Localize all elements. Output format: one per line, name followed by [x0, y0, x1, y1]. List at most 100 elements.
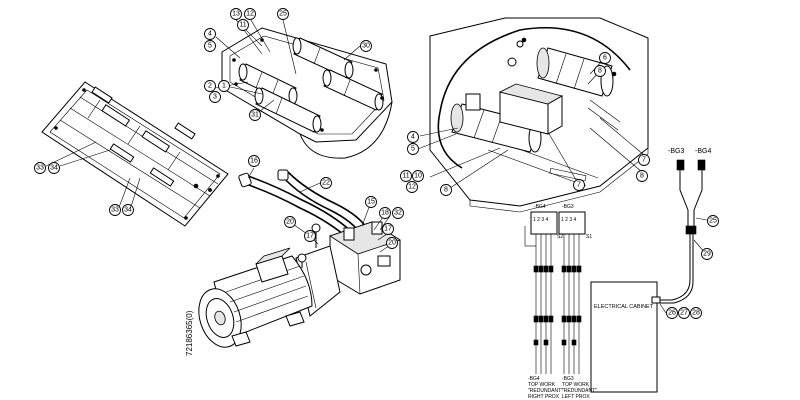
svg-text:11: 11 [239, 22, 246, 29]
svg-text:1: 1 [222, 83, 226, 90]
balloon-callout-icon: 2 [204, 80, 216, 92]
left-plate-assembly [41, 81, 229, 227]
prox-left-terminals: 1 2 3 4 [533, 217, 549, 223]
balloon-callout-icon: 11 [400, 170, 412, 182]
svg-text:6: 6 [603, 55, 607, 62]
svg-text:8: 8 [640, 173, 644, 180]
svg-text:5: 5 [208, 43, 212, 50]
svg-text:TOP WORK: TOP WORK [562, 382, 590, 388]
svg-text:26: 26 [668, 310, 676, 317]
balloon-callouts: 13 12 11 25 30 4 5 2 3 1 31 6 8 7 8 7 4 … [34, 8, 719, 319]
balloon-callout-icon: 34 [48, 162, 60, 174]
balloon-callout-icon: 8 [594, 65, 606, 77]
balloon-callout-icon: 29 [701, 248, 713, 260]
right-zoom-detail [429, 17, 649, 213]
bg3-label: -BG3 [668, 148, 684, 155]
cylinder-icon [450, 103, 542, 153]
balloon-callout-icon: 25 [707, 215, 719, 227]
svg-text:"REDUNDANT": "REDUNDANT" [562, 388, 597, 394]
balloon-callout-icon: 22 [320, 177, 332, 189]
svg-text:7: 7 [642, 157, 646, 164]
svg-text:11: 11 [402, 173, 409, 180]
balloon-callout-icon: 7 [638, 154, 650, 166]
balloon-callout-icon: 15 [365, 196, 377, 208]
balloon-callout-icon: 4 [204, 28, 216, 40]
balloon-callout-icon: 33 [34, 162, 46, 174]
svg-text:TOP WORK: TOP WORK [528, 382, 556, 388]
prox-s1-label: S1 [586, 234, 592, 240]
svg-text:-BG3: -BG3 [562, 376, 574, 382]
balloon-callout-icon: 32 [392, 207, 404, 219]
prox-right-caption: -BG3 TOP WORK "REDUNDANT" LEFT PROX [562, 376, 597, 400]
balloon-callout-icon: 18 [379, 207, 391, 219]
bg4-label: -BG4 [695, 148, 711, 155]
svg-text:-BG4: -BG4 [528, 376, 540, 382]
prox-right-id: -BG3 [562, 204, 574, 210]
balloon-callout-icon: 12 [244, 8, 256, 20]
balloon-callout-icon: 4 [407, 131, 419, 143]
svg-text:13: 13 [232, 11, 240, 18]
svg-text:34: 34 [124, 207, 132, 214]
balloon-callout-icon: 1 [218, 80, 230, 92]
svg-text:5: 5 [411, 146, 415, 153]
top-cylinder-detail [221, 27, 393, 159]
svg-text:28: 28 [692, 310, 700, 317]
connector-icon [676, 159, 685, 171]
svg-text:17: 17 [384, 226, 392, 233]
prox-left-caption: -BG4 TOP WORK "REDUNDANT" RIGHT PROX [528, 376, 563, 400]
balloon-callout-icon: 28 [690, 307, 702, 319]
balloon-callout-icon: 11 [237, 19, 249, 31]
sensor-cable: -BG3 -BG4 [660, 148, 711, 304]
svg-text:33: 33 [36, 165, 44, 172]
balloon-callout-icon: 25 [277, 8, 289, 20]
balloon-callout-icon: 8 [636, 170, 648, 182]
svg-text:29: 29 [703, 251, 711, 258]
svg-text:30: 30 [362, 43, 370, 50]
balloon-callout-icon: 5 [204, 40, 216, 52]
balloon-callout-icon: 31 [249, 109, 261, 121]
drawing-number: 72186365(0) [185, 310, 194, 356]
balloon-callout-icon: 8 [440, 184, 452, 196]
balloon-callout-icon: 12 [406, 181, 418, 193]
balloon-callout-icon: 6 [599, 52, 611, 64]
cylinder-icon [292, 37, 354, 79]
electrical-cabinet: ELECTRICAL CABINET [590, 281, 661, 393]
svg-text:LEFT PROX: LEFT PROX [562, 394, 590, 400]
svg-text:4: 4 [208, 31, 212, 38]
svg-text:8: 8 [598, 68, 602, 75]
svg-text:32: 32 [394, 210, 402, 217]
svg-text:12: 12 [246, 11, 254, 18]
balloon-callout-icon: 30 [360, 40, 372, 52]
prox-s2-label: S2 [557, 234, 563, 240]
motor-icon [198, 247, 313, 348]
balloon-callout-icon: 26 [666, 307, 678, 319]
balloon-callout-icon: 17 [304, 230, 316, 242]
svg-text:27: 27 [680, 310, 688, 317]
svg-text:20: 20 [286, 219, 294, 226]
balloon-callout-icon: 20 [386, 237, 398, 249]
cabinet-label: ELECTRICAL CABINET [594, 304, 654, 310]
svg-text:17: 17 [306, 233, 314, 240]
svg-text:RIGHT PROX: RIGHT PROX [528, 394, 560, 400]
svg-text:"REDUNDANT": "REDUNDANT" [528, 388, 563, 394]
balloon-callout-icon: 34 [122, 204, 134, 216]
svg-text:25: 25 [709, 218, 717, 225]
svg-text:2: 2 [208, 83, 212, 90]
proximity-wiring: -BG4 -BG3 1 2 3 4 1 2 3 4 S2 S1 -BG4 TOP… [524, 204, 597, 400]
svg-text:33: 33 [111, 207, 119, 214]
svg-text:15: 15 [367, 199, 375, 206]
svg-text:8: 8 [444, 187, 448, 194]
prox-left-id: -BG4 [534, 204, 546, 210]
svg-text:34: 34 [50, 165, 58, 172]
cylinder-icon [254, 87, 322, 133]
balloon-callout-icon: 7 [573, 179, 585, 191]
svg-text:31: 31 [251, 112, 259, 119]
balloon-callout-icon: 10 [412, 170, 424, 182]
balloon-callout-icon: 33 [109, 204, 121, 216]
balloon-callout-icon: 17 [382, 223, 394, 235]
svg-text:12: 12 [408, 184, 416, 191]
balloon-callout-icon: 13 [230, 8, 242, 20]
balloon-callout-icon: 5 [407, 143, 419, 155]
prox-right-terminals: 1 2 3 4 [561, 217, 577, 223]
